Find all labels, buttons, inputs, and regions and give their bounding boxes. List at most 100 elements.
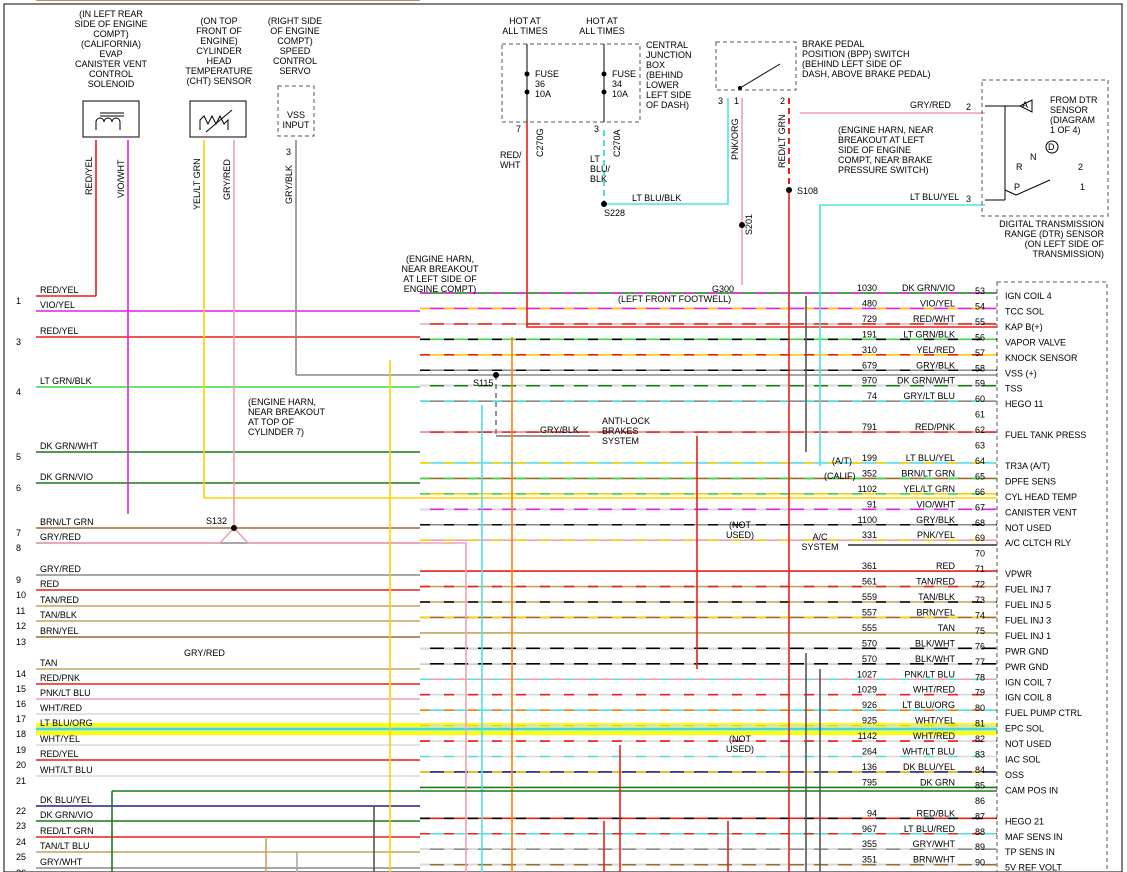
left-wire-label: WHT/LT BLU bbox=[40, 765, 93, 775]
vss-input-box bbox=[277, 85, 315, 137]
pcm-pin-number: 76 bbox=[975, 641, 985, 651]
cht-sensor bbox=[189, 100, 247, 138]
pcm-pin-number: 65 bbox=[975, 471, 985, 481]
vertical-wire-label: GRY/BLK bbox=[284, 165, 294, 204]
vertical-wire-label: GRY/RED bbox=[222, 159, 232, 200]
bpp-box bbox=[715, 41, 797, 91]
pcm-circuit-number: 791 bbox=[862, 422, 877, 432]
left-pin-number: 12 bbox=[16, 621, 26, 631]
servo-label: CONTROL bbox=[273, 56, 317, 66]
pin-number: 2 bbox=[966, 102, 971, 112]
splice-s108 bbox=[786, 187, 792, 193]
dtr-box bbox=[981, 79, 1109, 217]
pcm-wire-color: TAN bbox=[938, 623, 955, 633]
pcm-pin-number: 88 bbox=[975, 827, 985, 837]
pcm-box bbox=[996, 281, 1108, 872]
vertical-wire-label: LT BLU/YEL bbox=[910, 192, 959, 202]
left-wire-label: LT BLU/ORG bbox=[40, 718, 93, 728]
hot-at-all-times-2: HOT AT bbox=[586, 16, 618, 26]
pcm-wire-color: WHT/YEL bbox=[915, 716, 955, 726]
left-wire-label: TAN/RED bbox=[40, 595, 79, 605]
pcm-pin-function: TSS bbox=[1005, 384, 1023, 394]
bpp-switch bbox=[715, 41, 797, 91]
pcm-wire-color: WHT/RED bbox=[913, 731, 955, 741]
pcm-pin-function: A/C CLTCH RLY bbox=[1005, 538, 1071, 548]
dtr-a-triangle-icon bbox=[1018, 99, 1033, 113]
left-wire-label: GRY/RED bbox=[40, 564, 81, 574]
servo-label: COMPT) bbox=[277, 36, 313, 46]
pcm-pin-function: TP SENS IN bbox=[1005, 847, 1055, 857]
pcm-pin-function: EPC SOL bbox=[1005, 724, 1044, 734]
evap-solenoid-label: COMPT) bbox=[93, 29, 129, 39]
vertical-wire-lt-blu-blk bbox=[604, 98, 729, 205]
pcm-wire-color: YEL/RED bbox=[916, 345, 955, 355]
hot-at-all-times-1: HOT AT bbox=[509, 16, 541, 26]
pcm-circuit-number: 926 bbox=[862, 700, 877, 710]
s132-note: (ENGINE HARN, bbox=[248, 397, 316, 407]
splice-wire bbox=[233, 527, 467, 872]
pcm-pin-number: 69 bbox=[975, 533, 985, 543]
dtr-letter: D bbox=[1048, 142, 1055, 152]
dtr-wiper-icon bbox=[1015, 179, 1051, 196]
pcm-circuit-number: 967 bbox=[862, 824, 877, 834]
pcm-pin-number: 86 bbox=[975, 796, 985, 806]
pin-number: 3 bbox=[594, 124, 599, 134]
pin-number: 3 bbox=[718, 96, 723, 106]
dtr-letter: A bbox=[1022, 100, 1028, 110]
pcm-wire-color: PNK/LT BLU bbox=[904, 669, 955, 679]
pcm-pin-function: IGN COIL 4 bbox=[1005, 291, 1052, 301]
pcm-pin-function: OSS bbox=[1005, 770, 1024, 780]
left-pin-number: 8 bbox=[16, 543, 21, 553]
left-wire-label: RED/YEL bbox=[40, 285, 79, 295]
pcm-pin-number: 59 bbox=[975, 379, 985, 389]
abs-label: BRAKES bbox=[602, 426, 639, 436]
pcm-wire-color: RED/WHT bbox=[913, 314, 955, 324]
bpp-pivot-icon bbox=[738, 86, 742, 90]
cht-sensor-label: (ON TOP bbox=[200, 16, 237, 26]
dtr-caption: TRANSMISSION) bbox=[1032, 249, 1104, 259]
left-pin-number: 14 bbox=[16, 669, 26, 679]
evap-solenoid bbox=[82, 100, 140, 138]
not-used-label: USED) bbox=[726, 744, 754, 754]
left-wire-label: RED/YEL bbox=[40, 749, 79, 759]
vertical-wire-lt-blu-yel bbox=[819, 204, 985, 466]
pcm-pin-number: 79 bbox=[975, 688, 985, 698]
vertical-wire-label: VIO/WHT bbox=[116, 159, 126, 198]
central-junction-box bbox=[501, 43, 641, 123]
cht-sensor-label: HEAD bbox=[206, 56, 232, 66]
servo-label: OF ENGINE bbox=[270, 26, 320, 36]
vertical-wire-label: BLU/ bbox=[590, 164, 611, 174]
pcm-circuit-number: 557 bbox=[862, 607, 877, 617]
s115-note: AT LEFT SIDE OF bbox=[403, 274, 477, 284]
pcm-circuit-number: 352 bbox=[862, 468, 877, 478]
fuse-1-label: 36 bbox=[535, 79, 545, 89]
pcm-pin-number: 90 bbox=[975, 858, 985, 868]
pcm-pin-number: 73 bbox=[975, 595, 985, 605]
s115-note: NEAR BREAKOUT bbox=[401, 264, 479, 274]
pcm-circuit-number: 74 bbox=[867, 391, 877, 401]
pcm-wire-color: LT GRN/BLK bbox=[903, 329, 955, 339]
left-wire-label: GRY/WHT bbox=[40, 857, 83, 867]
pcm-circuit-number: 925 bbox=[862, 716, 877, 726]
thermistor-icon bbox=[199, 114, 229, 130]
left-pin-number: 23 bbox=[16, 821, 26, 831]
left-pin-number: 16 bbox=[16, 699, 26, 709]
dtr-letter: 2 bbox=[1078, 162, 1083, 172]
pcm-wire-color: GRY/WHT bbox=[913, 839, 956, 849]
pcm-pin-function: FUEL INJ 3 bbox=[1005, 615, 1051, 625]
pcm-wire-color: YEL/LT GRN bbox=[903, 484, 955, 494]
left-wire-label: DK BLU/YEL bbox=[40, 795, 92, 805]
pcm-pin-number: 82 bbox=[975, 734, 985, 744]
evap-solenoid-label: (CALIFORNIA) bbox=[81, 39, 141, 49]
pcm-pin-number: 87 bbox=[975, 811, 985, 821]
pcm-wire-color: PNK/YEL bbox=[917, 530, 955, 540]
pcm-pin-number: 56 bbox=[975, 332, 985, 342]
pcm-circuit-number: 310 bbox=[862, 345, 877, 355]
splice-s228 bbox=[601, 201, 607, 207]
pcm-pin-function: HEGO 11 bbox=[1005, 399, 1043, 409]
not-used-label: (NOT bbox=[729, 734, 751, 744]
ac-label: SYSTEM bbox=[801, 542, 838, 552]
left-pin-number: 5 bbox=[16, 452, 21, 462]
pcm-pin-function: IAC SOL bbox=[1005, 755, 1041, 765]
